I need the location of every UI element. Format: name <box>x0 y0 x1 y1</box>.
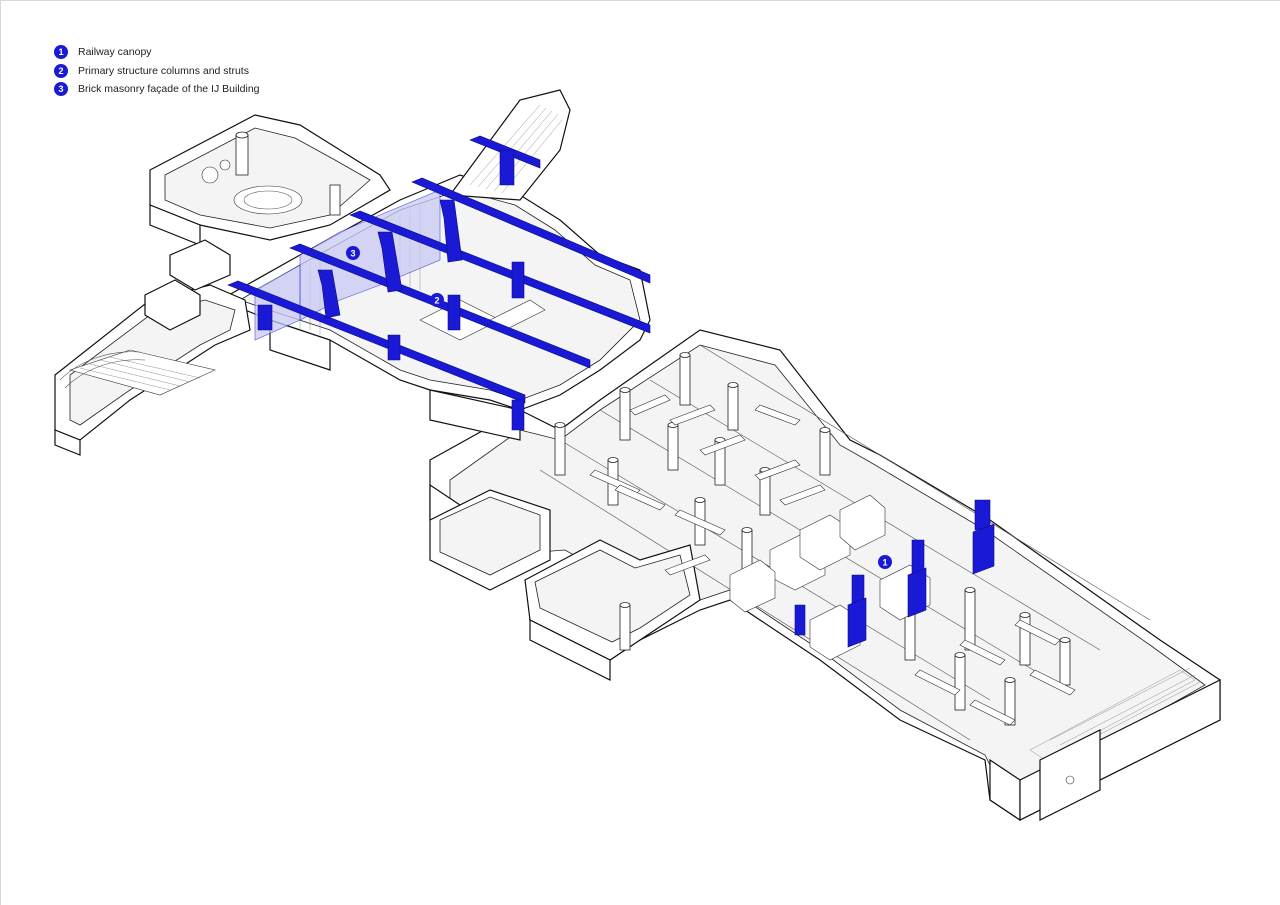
legend: 1 Railway canopy 2 Primary structure col… <box>54 43 260 99</box>
marker-facade: 3 <box>346 246 360 260</box>
canopy-supports <box>847 523 995 648</box>
legend-label: Brick masonry façade of the IJ Building <box>78 83 260 96</box>
marker-label: 1 <box>882 558 887 568</box>
legend-item-brick-facade: 3 Brick masonry façade of the IJ Buildin… <box>54 80 260 99</box>
legend-badge: 3 <box>54 82 68 97</box>
legend-item-primary-structure: 2 Primary structure columns and struts <box>54 62 260 81</box>
legend-label: Primary structure columns and struts <box>78 64 249 77</box>
kiosks <box>729 494 931 661</box>
marker-label: 2 <box>434 296 439 306</box>
marker-label: 3 <box>350 249 355 259</box>
legend-item-railway-canopy: 1 Railway canopy <box>54 43 260 62</box>
legend-badge: 1 <box>54 45 68 60</box>
columns <box>554 352 1071 726</box>
upper-left-room <box>149 114 391 246</box>
top-stairwell <box>448 89 571 201</box>
legend-label: Railway canopy <box>78 46 152 59</box>
lower-left-rooms <box>429 489 701 681</box>
marker-canopy: 1 <box>878 555 892 569</box>
left-wing <box>54 239 251 456</box>
seating <box>419 299 1076 726</box>
marker-structure: 2 <box>430 293 444 307</box>
legend-badge: 2 <box>54 63 68 78</box>
structure-columns <box>257 149 991 636</box>
